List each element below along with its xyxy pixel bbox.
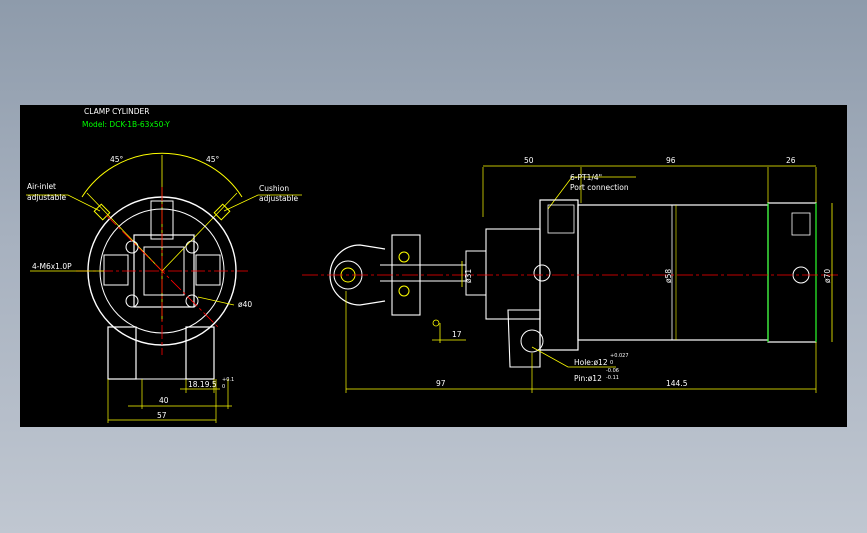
dim-26-label: 26 [786,156,796,165]
front-bolt-2 [185,294,199,308]
pin-tol: -0.06 [606,368,619,374]
dia-58-label: ø58 [664,269,673,283]
hole-tol2: 0 [610,360,613,366]
dim-18-label: 18.19.5 [188,380,217,389]
front-bolt-4 [185,240,199,254]
front-inner-square [143,246,185,296]
front-port-fitting [547,204,575,234]
dim-50-label: 50 [524,156,534,165]
angle-right-label: 45° [206,155,220,164]
dim-144-label: 144.5 [666,379,688,388]
front-bolt-1 [125,294,139,308]
dim-97-label: 97 [436,379,446,388]
front-clevis-left [107,326,137,380]
dim-17-marker [432,319,440,327]
air-inlet-leader [26,194,101,212]
dia-40-label: ø40 [238,300,252,309]
hole-leader [531,346,616,368]
front-view: 45° 45° Air-inlet adjustable Cushion adj… [26,152,302,423]
port-leader [547,176,636,210]
cad-viewport[interactable]: CLAMP CYLINDER Model: DCK-1B-63x50-Y 45°… [20,105,847,427]
air-inlet-label-1: Air-inlet [27,182,56,191]
front-right-lug [195,254,221,286]
thread-label: 4-M6x1.0P [32,262,72,271]
front-bolt-3 [125,240,139,254]
pin-label: Pin:ø12 [574,374,602,383]
angle-arc [81,152,243,198]
rod-gland [485,228,541,320]
drawing-title: CLAMP CYLINDER [84,107,150,116]
port-label-1: 6-PT1/4" [570,173,602,182]
dim-57-label: 57 [157,411,167,420]
angle-left-label: 45° [110,155,124,164]
drawing-model: Model: DCK-1B-63x50-Y [82,120,170,129]
pivot-hole [520,329,544,353]
rod-end-pin-1 [398,251,410,263]
air-inlet-label-2: adjustable [27,193,66,202]
dia-31-label: ø31 [464,269,473,283]
pin-tol2: -0.11 [606,375,619,381]
port-label-2: Port connection [570,183,629,192]
dim-96-label: 96 [666,156,676,165]
front-head-port [533,264,551,282]
dia-40-leader [197,296,235,306]
dim-40-label: 40 [159,396,169,405]
air-inlet-fitting [93,203,111,221]
dim-17-label: 17 [452,330,462,339]
rod-seal [465,250,487,296]
cad-drawing: CLAMP CYLINDER Model: DCK-1B-63x50-Y 45°… [26,107,838,423]
cushion-fitting [213,203,231,221]
hole-label: Hole:ø12 [574,358,608,367]
front-centerline-diag [105,214,219,328]
side-view: 50 96 26 6-PT1/4" Port connection [302,156,838,393]
dim-18-tol2: 0 [222,384,225,390]
rear-fitting [791,212,811,236]
cushion-leader [223,194,302,212]
dim-18-tol: +0.1 [222,377,234,383]
cushion-label-1: Cushion [259,184,289,193]
front-left-lug [103,254,129,286]
cylinder-barrel [577,204,769,341]
rod-end-pin-2 [398,285,410,297]
dia-70-label: ø70 [823,269,832,283]
hole-tol: +0.027 [610,353,629,359]
cushion-label-2: adjustable [259,194,298,203]
pivot-bracket [507,309,541,368]
